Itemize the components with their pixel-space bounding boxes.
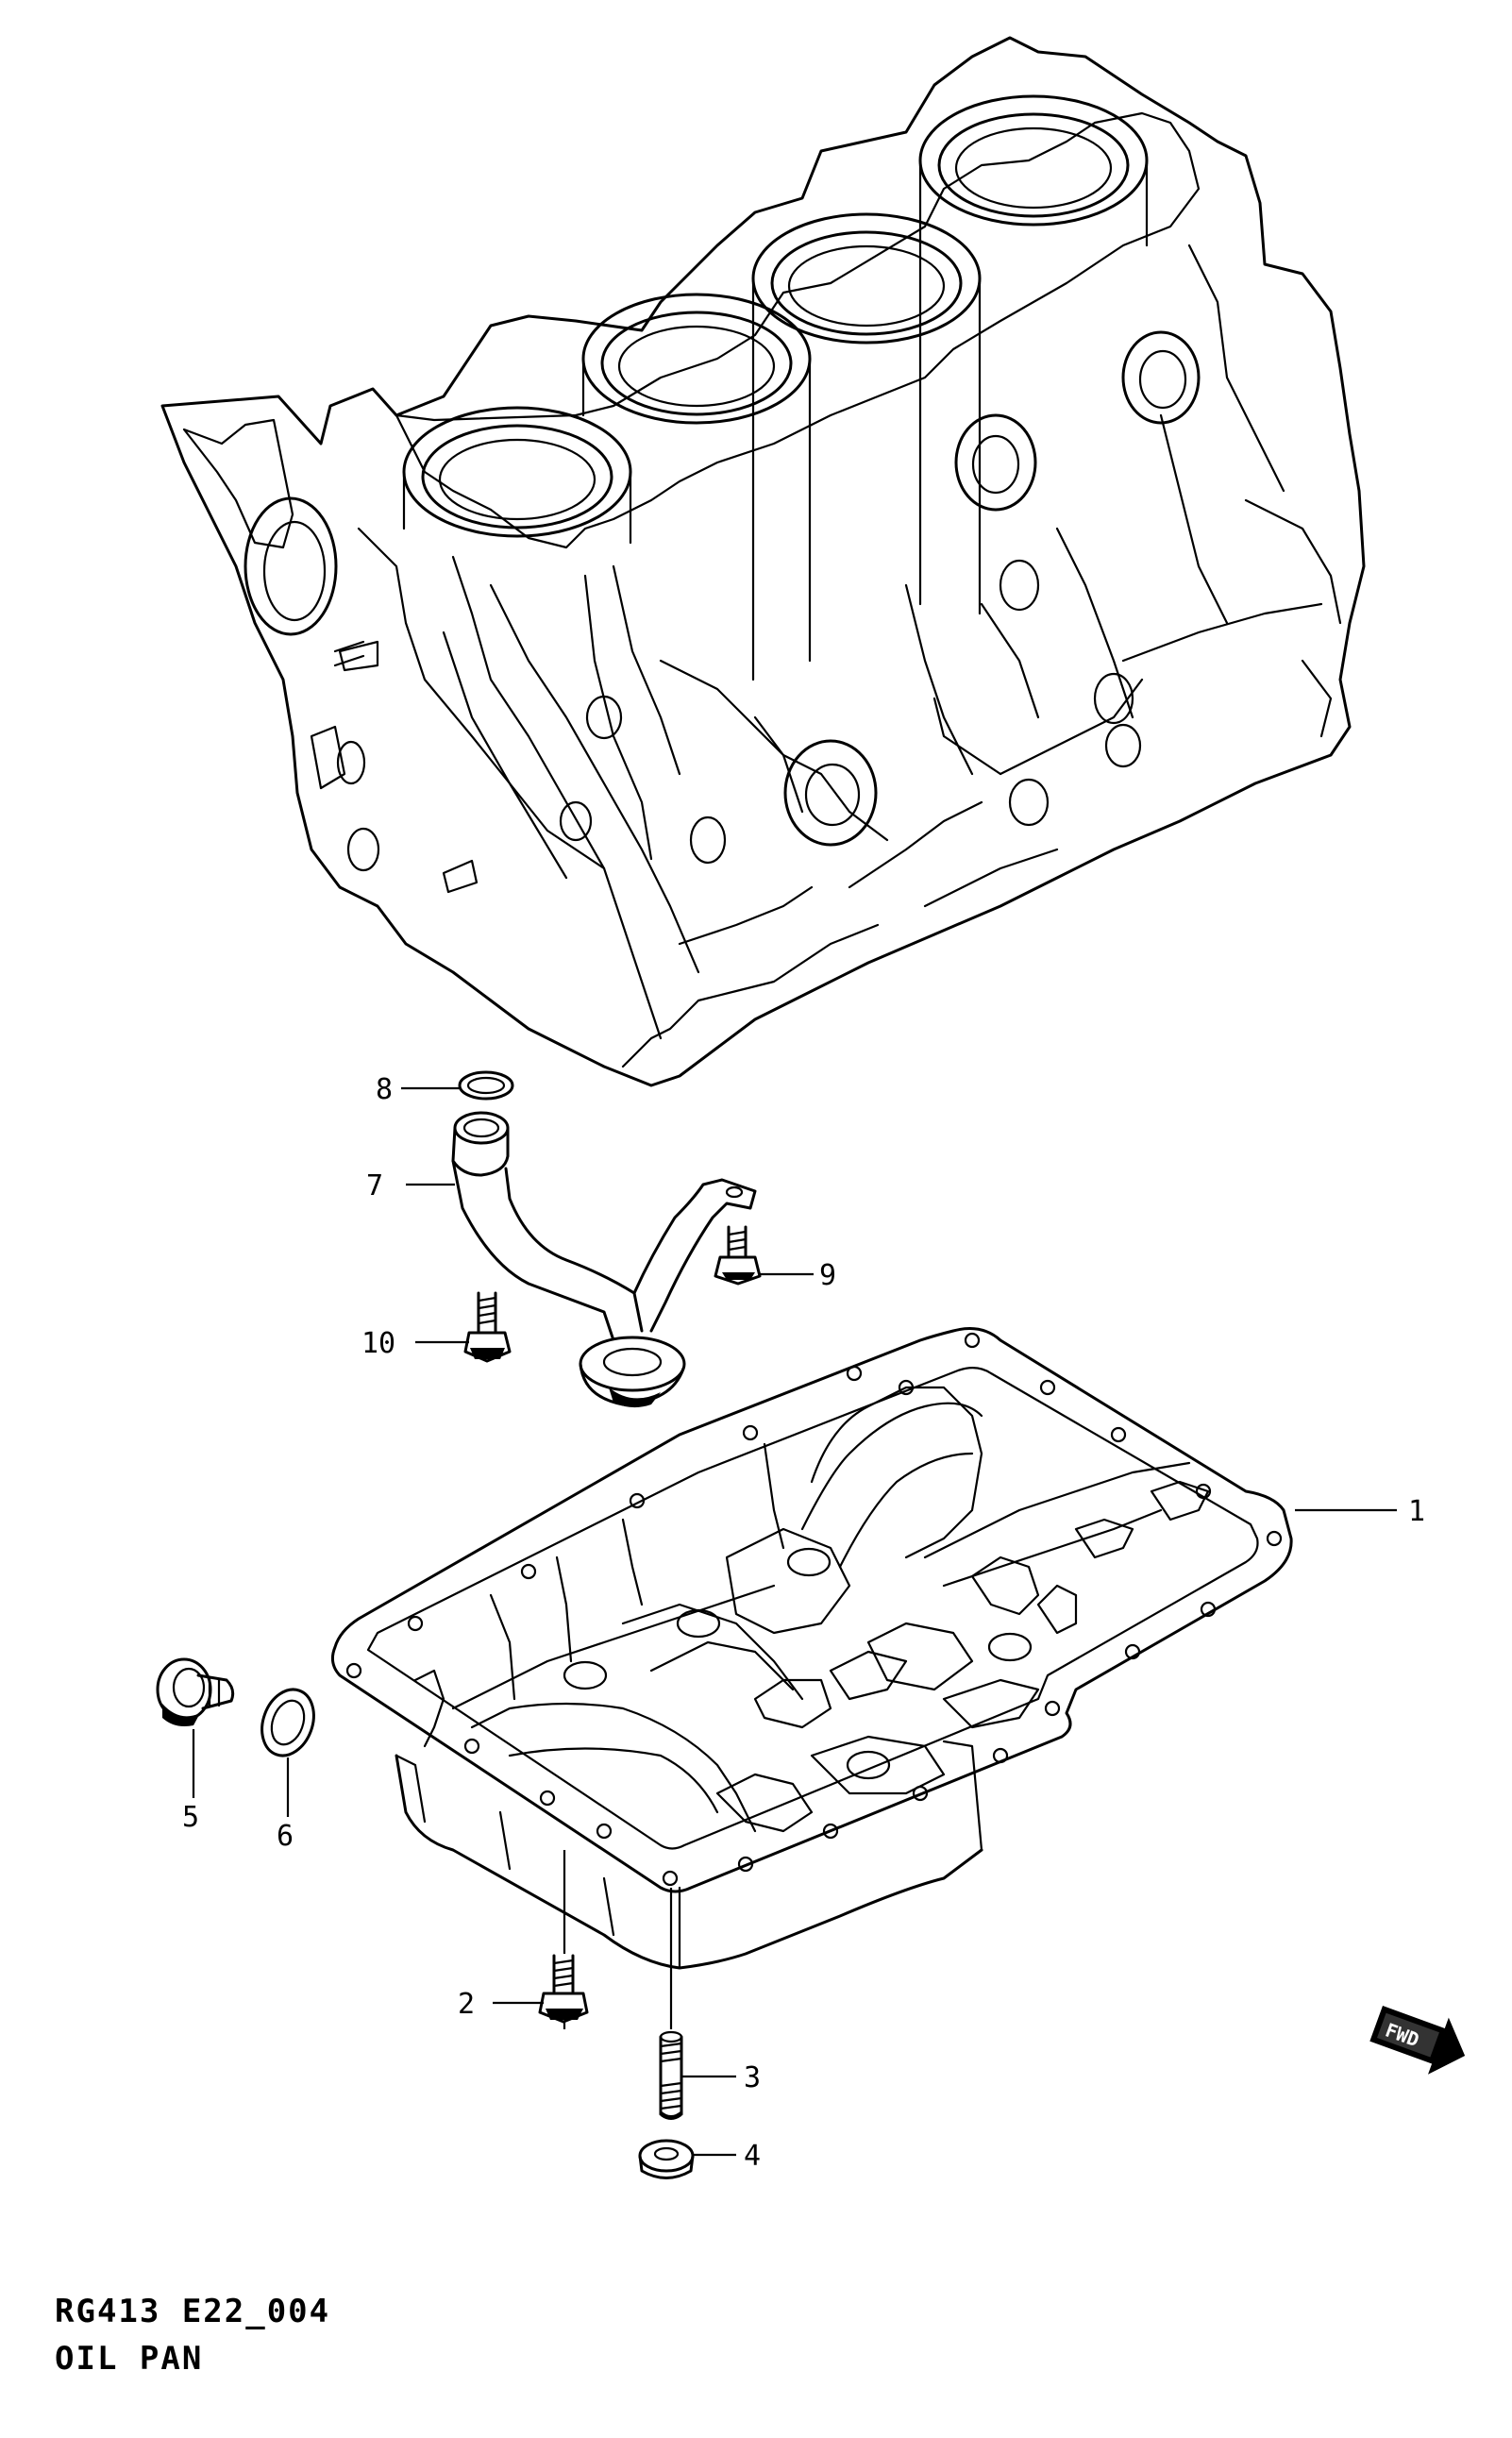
drain-plug-5	[156, 1657, 235, 1726]
oil-pickup-pipe	[451, 1070, 757, 1408]
bolt-2	[538, 1954, 589, 2024]
cylinder-bore-1	[402, 406, 632, 545]
gasket-6	[260, 1688, 315, 1757]
callout-2: 2	[458, 1988, 475, 2021]
forward-arrow-icon: FWD	[1369, 2006, 1466, 2075]
flange-bolt-holes	[345, 1332, 1283, 1887]
callout-7: 7	[366, 1169, 383, 1202]
diagram-title: OIL PAN	[55, 2340, 203, 2378]
callout-6: 6	[277, 1820, 294, 1853]
cylinder-bore-3	[751, 212, 982, 681]
bolt-9	[714, 1225, 762, 1286]
bolt-10	[463, 1291, 512, 1363]
cylinder-bore-2	[581, 293, 812, 663]
cylinder-bore-4	[918, 94, 1149, 606]
engine-block	[160, 36, 1366, 1087]
callout-9: 9	[819, 1259, 836, 1292]
callout-4: 4	[744, 2140, 761, 2173]
leader-lines	[192, 1086, 1397, 2157]
diagram-code: RG413 E22_004	[55, 2293, 330, 2330]
callout-8: 8	[376, 1073, 393, 1106]
stud-3	[659, 2030, 683, 2120]
callout-1: 1	[1408, 1495, 1425, 1528]
callout-3: 3	[744, 2061, 761, 2094]
callout-10: 10	[361, 1327, 395, 1360]
nut-4	[638, 2139, 695, 2179]
o-ring-8	[458, 1070, 514, 1101]
callout-5: 5	[182, 1801, 199, 1834]
oil-pan	[330, 1327, 1293, 1970]
callout-labels: 1 2 3 4 5 6 7 8 9 10	[182, 1073, 1425, 2173]
